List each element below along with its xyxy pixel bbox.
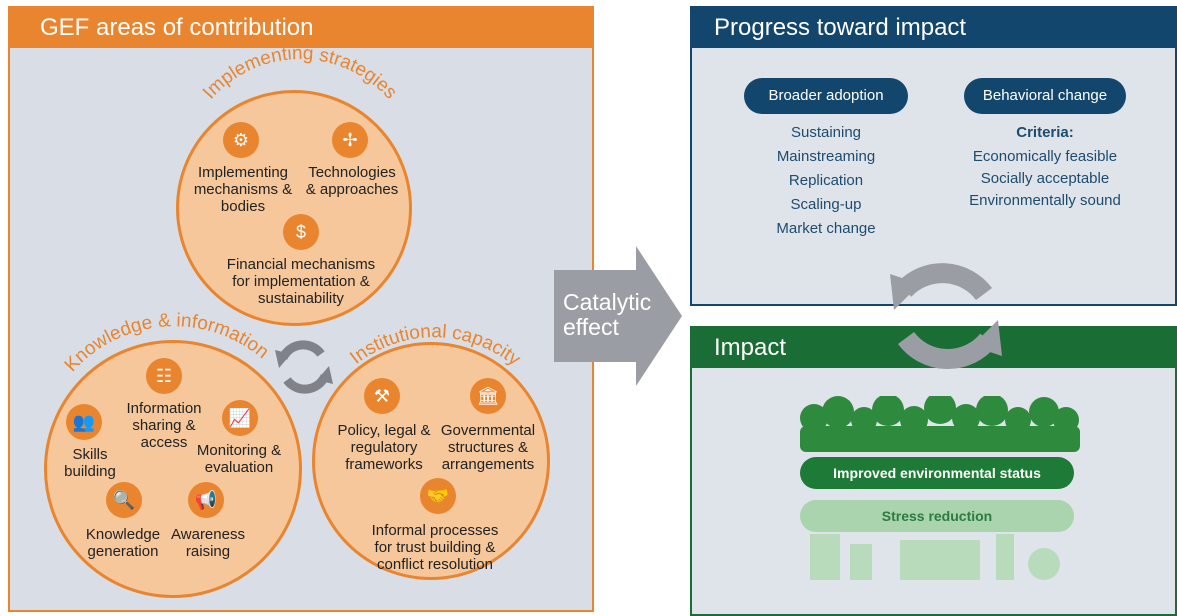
wind-turbine-icon: ✢: [332, 122, 368, 158]
hierarchy-icon: ☷: [146, 358, 182, 394]
skills-building-label: Skills building: [64, 446, 116, 480]
large-cycle-icon: [890, 263, 1002, 370]
informal-processes-label: Informal processes for trust building & …: [371, 522, 499, 573]
institutional-capacity-circle: [312, 342, 550, 580]
people-icon: 👥: [66, 404, 102, 440]
criteria-label: Criteria:: [1016, 124, 1074, 141]
broader-adoption-pill: Broader adoption: [744, 78, 908, 114]
governmental-structures-label: Governmental structures & arrangements: [440, 422, 536, 473]
handshake-icon: 🤝: [420, 478, 456, 514]
government-building-icon: 🏛: [470, 378, 506, 414]
progress-toward-impact-panel: Progress toward impact Broader adoption …: [690, 6, 1177, 306]
financial-mechanisms-label: Financial mechanisms for implementation …: [226, 256, 376, 307]
industry-illustration: [810, 534, 1060, 580]
monitoring-evaluation-label: Monitoring & evaluation: [196, 442, 282, 476]
broader-adoption-item: Replication: [788, 172, 864, 189]
awareness-raising-label: Awareness raising: [171, 526, 245, 560]
gavel-icon: ⚒: [364, 378, 400, 414]
small-cycle-icon: [275, 340, 333, 394]
knowledge-generation-label: Knowledge generation: [85, 526, 161, 560]
technologies-approaches-label: Technologies & approaches: [305, 164, 399, 198]
trees-illustration: [800, 396, 1080, 452]
behavioral-criterion-item: Economically feasible: [972, 148, 1118, 165]
policy-legal-label: Policy, legal & regulatory frameworks: [337, 422, 431, 473]
megaphone-icon: 📢: [188, 482, 224, 518]
catalytic-effect-label: Catalytic effect: [563, 289, 652, 340]
gears-icon: ⚙: [223, 122, 259, 158]
magnifier-icon: 🔍: [106, 482, 142, 518]
money-bag-icon: $: [283, 214, 319, 250]
broader-adoption-item: Mainstreaming: [776, 148, 876, 165]
improved-environmental-status-bar: Improved environmental status: [800, 457, 1074, 489]
stress-reduction-bar: Stress reduction: [800, 500, 1074, 532]
information-sharing-label: Information sharing & access: [126, 400, 202, 451]
broader-adoption-item: Sustaining: [790, 124, 862, 141]
behavioral-change-pill: Behavioral change: [964, 78, 1126, 114]
implementing-mechanisms-label: Implementing mechanisms & bodies: [193, 164, 293, 215]
chart-icon: 📈: [222, 400, 258, 436]
broader-adoption-item: Market change: [776, 220, 876, 237]
gef-contribution-header: GEF areas of contribution: [10, 8, 592, 48]
catalytic-arrow: [554, 246, 682, 386]
behavioral-criterion-item: Environmentally sound: [969, 192, 1121, 209]
behavioral-criterion-item: Socially acceptable: [980, 170, 1110, 187]
broader-adoption-item: Scaling-up: [790, 196, 862, 213]
implementing-strategies-circle: [176, 90, 412, 326]
progress-header: Progress toward impact: [692, 8, 1175, 48]
